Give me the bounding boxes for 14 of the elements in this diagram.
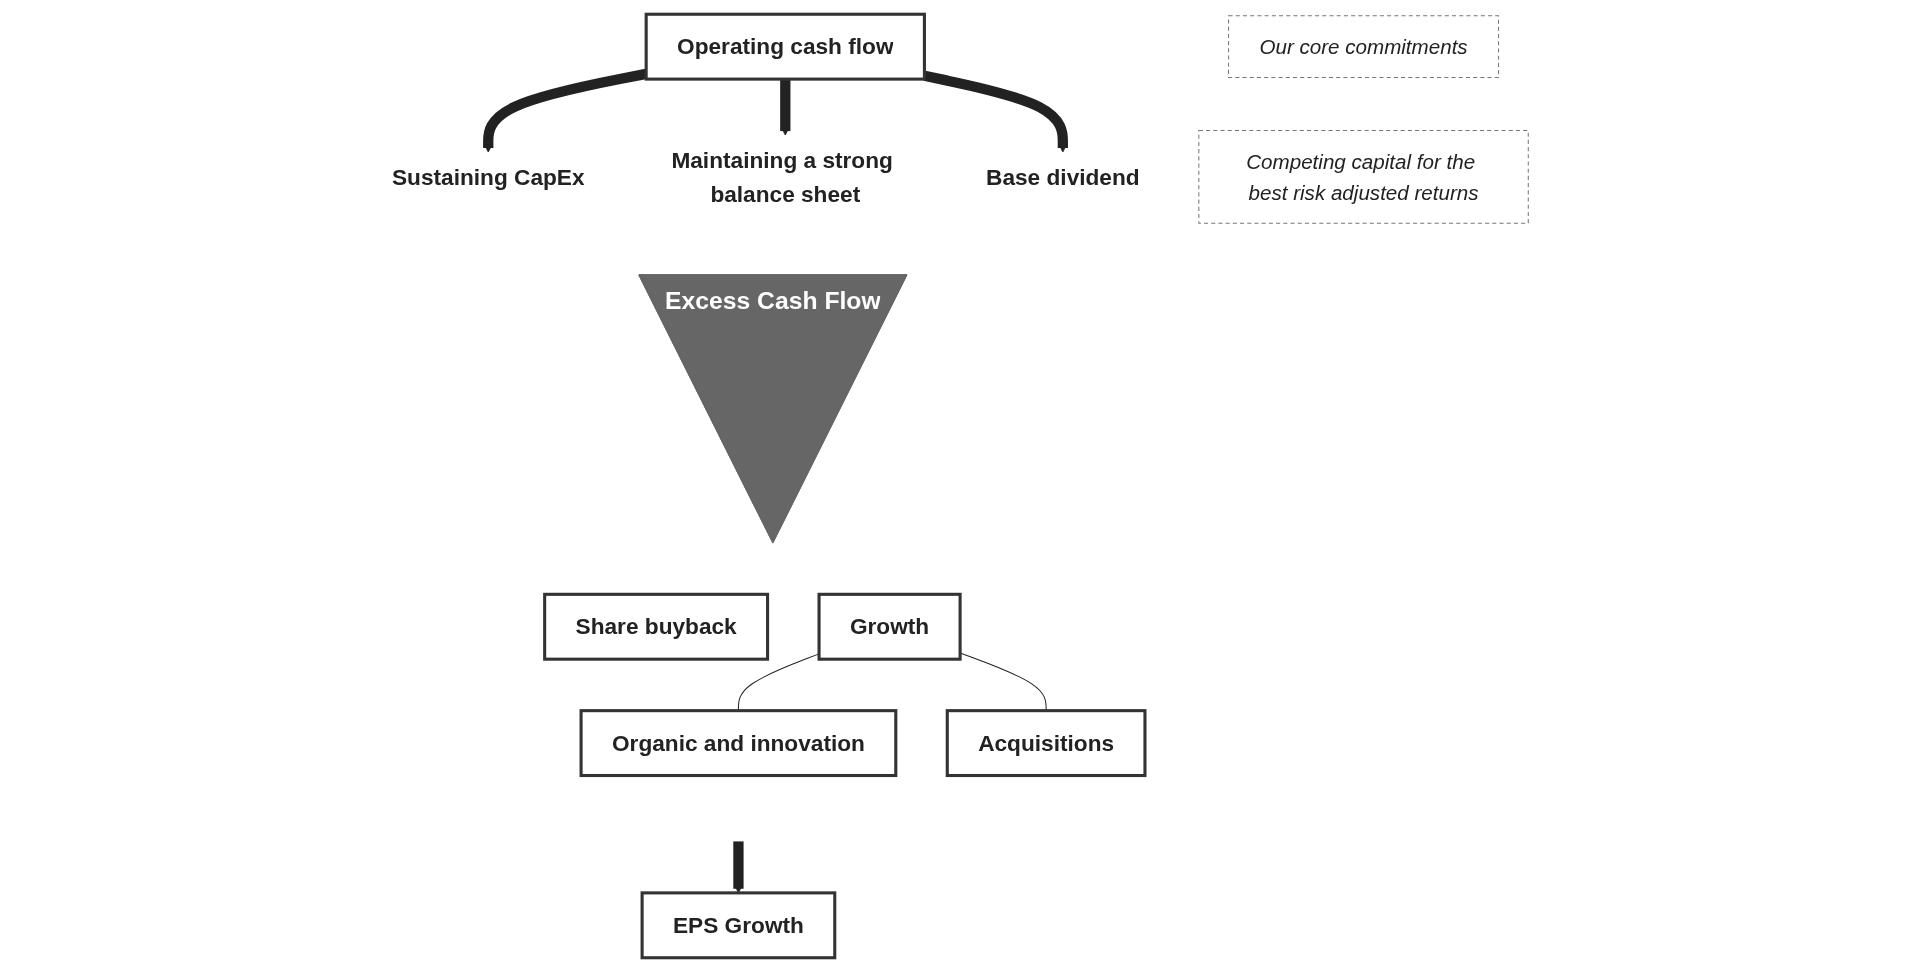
node-box: EPS Growth: [640, 890, 837, 959]
node-box: Our core commitments: [1227, 14, 1499, 78]
arrow: [733, 840, 744, 893]
node-box: Acquisitions: [945, 708, 1147, 777]
node-text: Base dividend: [985, 163, 1140, 190]
node-box: Organic and innovation: [579, 708, 898, 777]
arrow: [923, 70, 1068, 153]
node-box: Share buyback: [542, 592, 769, 661]
arrow: [482, 68, 647, 153]
node-box: Competing capital for the best risk adjusted returns: [1198, 129, 1529, 224]
node-box: Growth: [817, 592, 962, 661]
node-box: Operating cash flow: [644, 12, 926, 81]
node-text: Sustaining CapEx: [391, 163, 585, 190]
node-text: Maintaining a strong balance sheet: [671, 146, 893, 207]
